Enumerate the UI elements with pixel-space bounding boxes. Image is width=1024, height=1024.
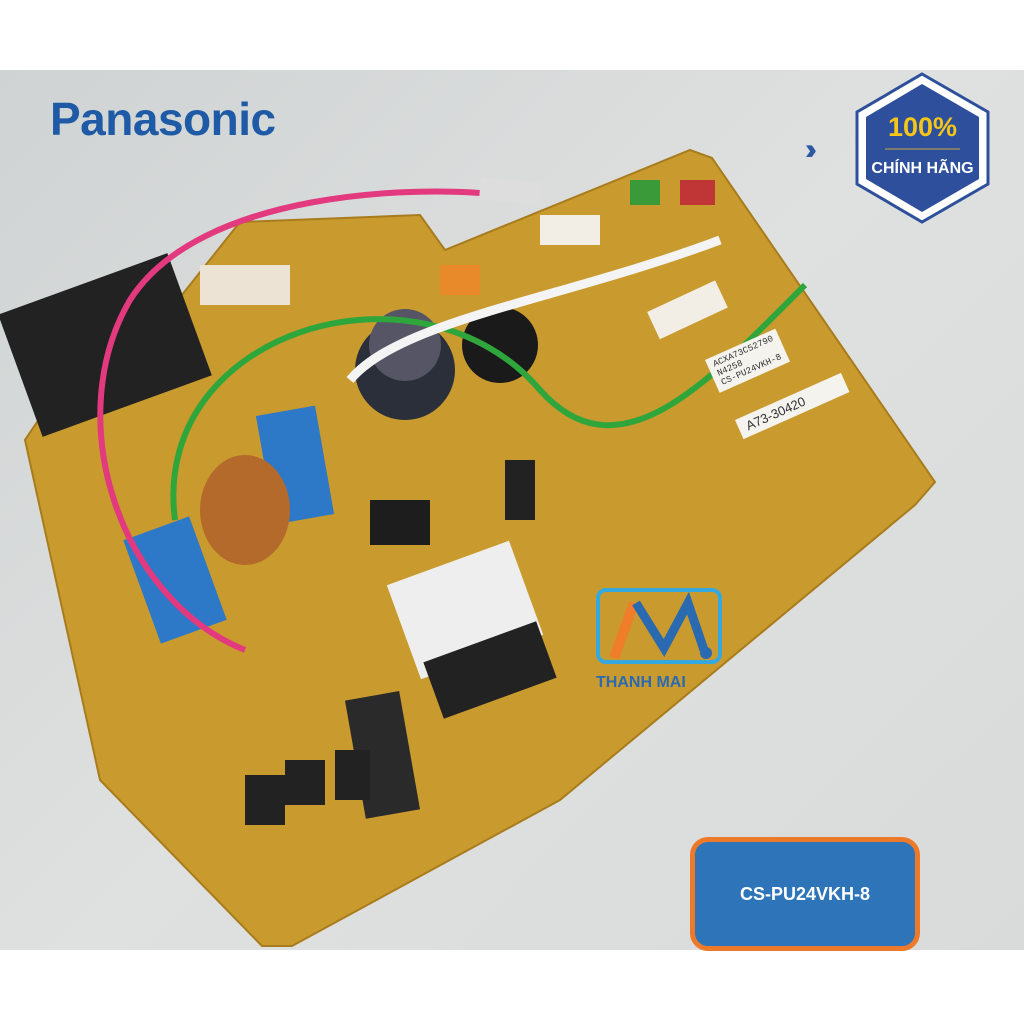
toroid <box>462 307 538 383</box>
relay <box>0 253 212 437</box>
badge-label: CHÍNH HÃNG <box>871 160 974 177</box>
double-chevron-icon: ›› <box>805 133 817 166</box>
watermark-text: THANH MAI <box>596 674 686 691</box>
pink-wire <box>97 188 501 653</box>
capacitor-small <box>505 460 535 520</box>
badge-percent: 100% <box>887 112 958 142</box>
model-label-box: CS-PU24VKH-8 <box>690 837 920 951</box>
thanh-mai-watermark: THANH MAI <box>596 588 722 691</box>
connector <box>200 265 290 305</box>
white-wire-bundle <box>346 235 722 383</box>
model-number: CS-PU24VKH-8 <box>739 883 871 904</box>
panasonic-logo: Panasonic <box>50 93 276 145</box>
authentic-badge: 100% CHÍNH HÃNG <box>855 72 990 224</box>
thanh-mai-logo-icon <box>596 588 722 664</box>
choke-coil <box>200 455 290 565</box>
hexagon-icon <box>855 72 990 224</box>
green-wire <box>170 282 808 521</box>
